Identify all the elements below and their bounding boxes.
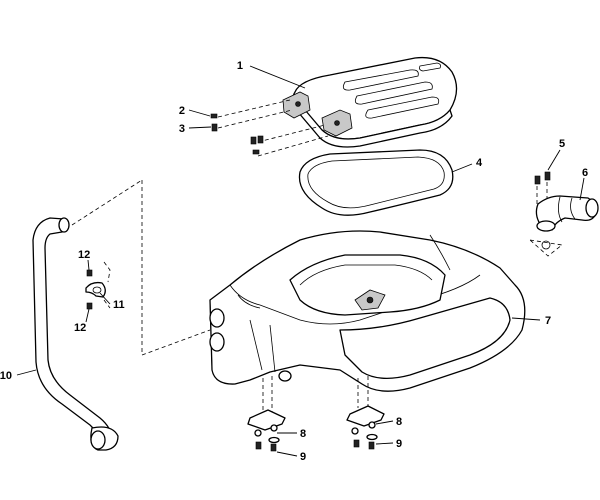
callout-4: 4 xyxy=(476,157,483,169)
callout-8-right: 8 xyxy=(396,416,402,428)
cover-plate-part xyxy=(282,56,458,148)
callout-6: 6 xyxy=(582,167,588,179)
clamp-part xyxy=(85,261,111,310)
callout-1: 1 xyxy=(237,60,243,72)
callout-3: 3 xyxy=(179,123,185,135)
callout-12-bottom: 12 xyxy=(74,322,86,334)
leader-lines xyxy=(16,65,585,457)
callout-labels: 1 2 3 4 5 6 7 8 9 8 9 10 11 12 12 xyxy=(0,60,588,463)
callout-12-top: 12 xyxy=(78,249,90,261)
elbow-hose-part xyxy=(528,171,599,257)
mounting-brackets-part xyxy=(247,376,385,452)
screws-2-3-part xyxy=(210,99,329,157)
gasket-part xyxy=(298,149,454,216)
callout-5: 5 xyxy=(559,138,565,150)
callout-11: 11 xyxy=(113,299,125,311)
callout-8-left: 8 xyxy=(300,428,306,440)
main-housing-part xyxy=(209,230,526,392)
callout-10: 10 xyxy=(0,370,12,382)
callout-9-left: 9 xyxy=(300,451,306,463)
callout-9-right: 9 xyxy=(396,438,402,450)
bent-tube-part xyxy=(32,179,211,451)
callout-2: 2 xyxy=(179,105,185,117)
callout-7: 7 xyxy=(545,315,551,327)
